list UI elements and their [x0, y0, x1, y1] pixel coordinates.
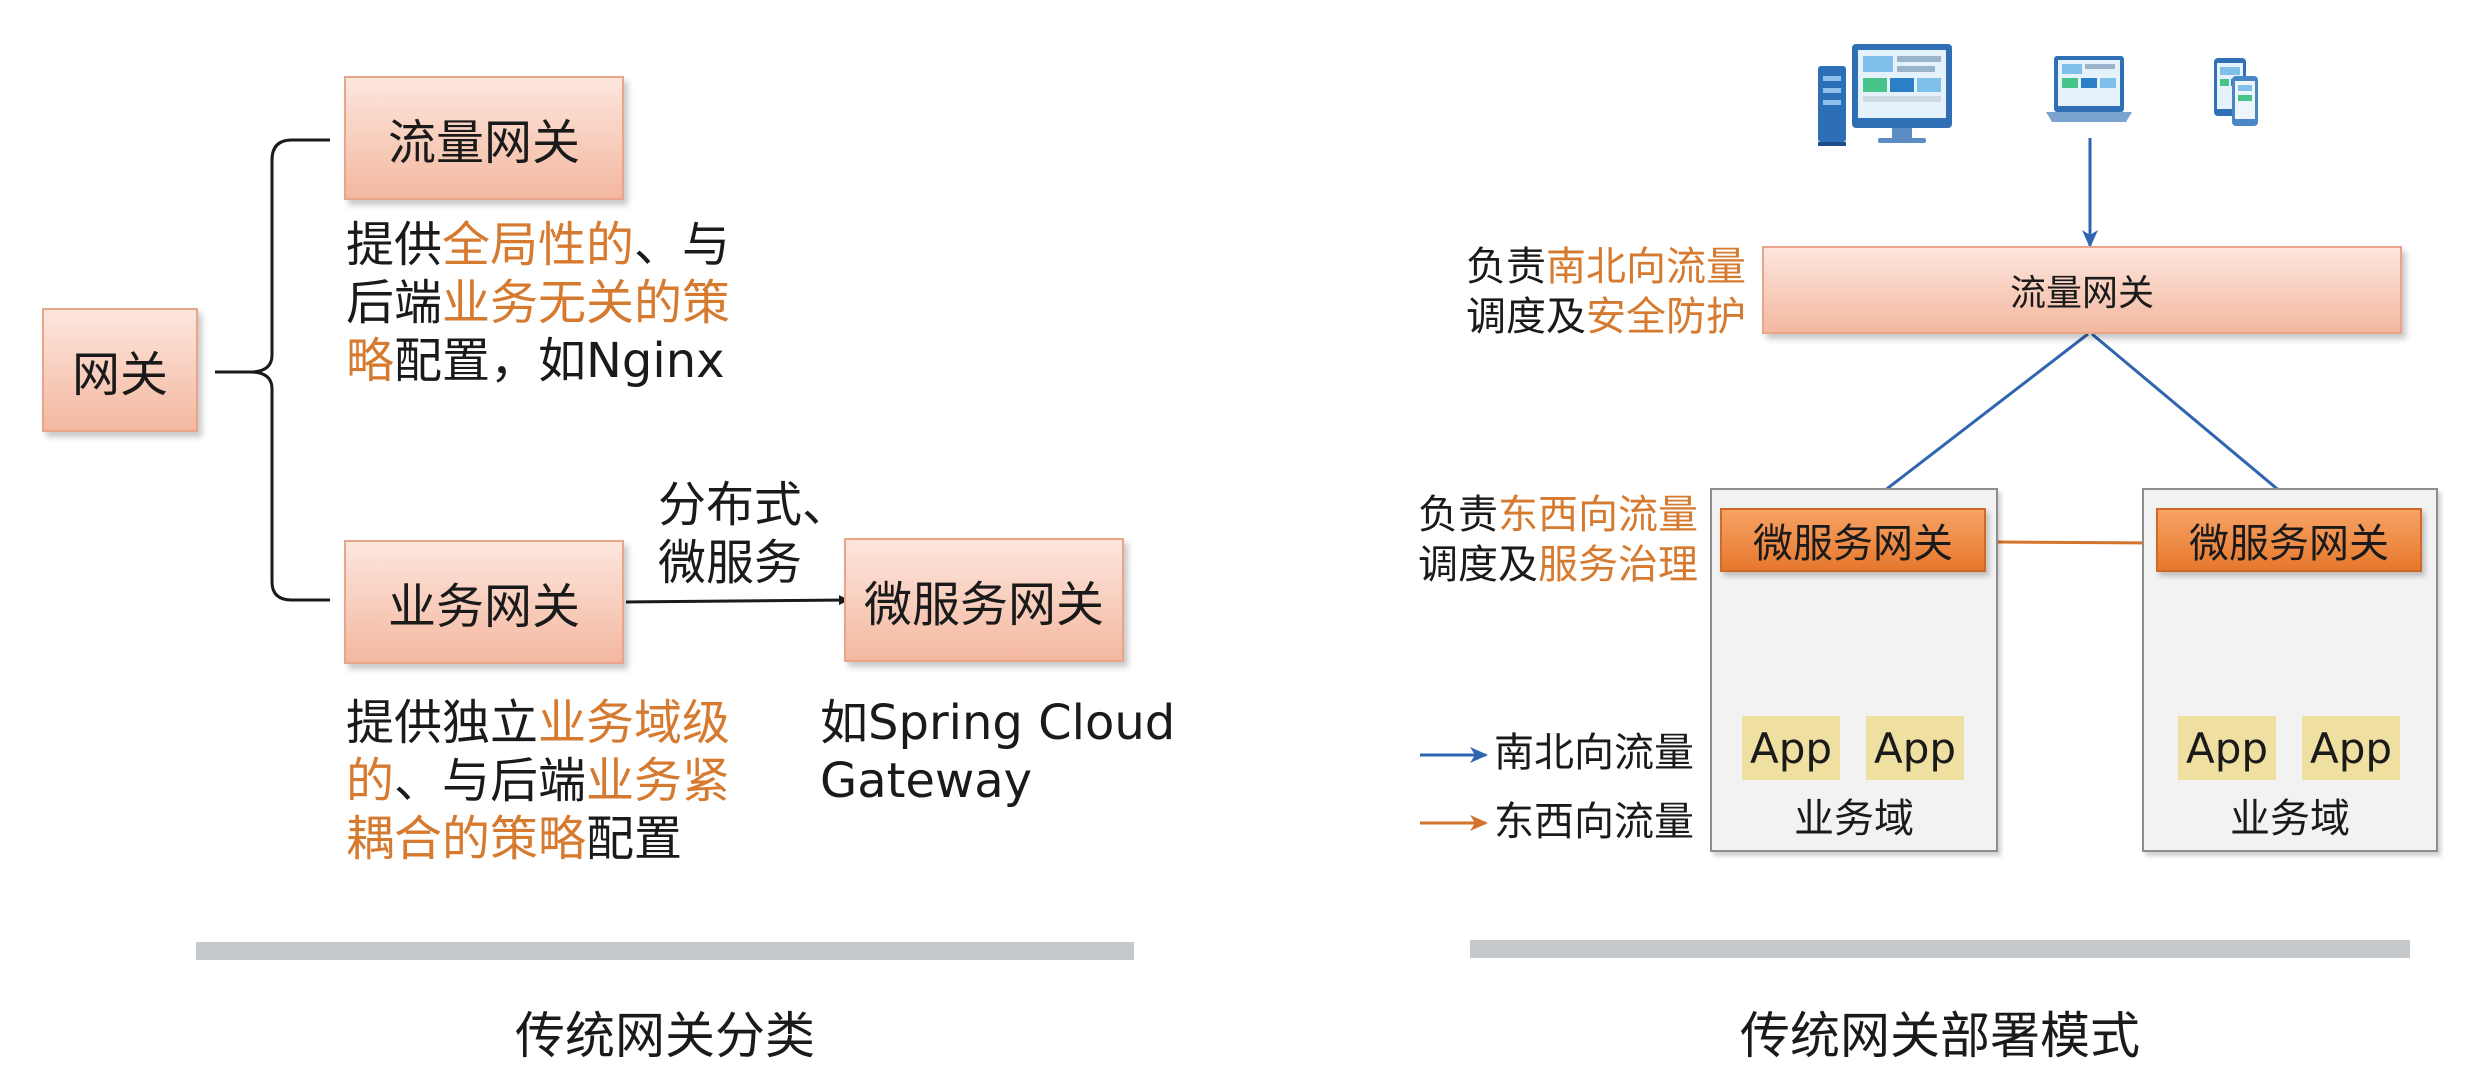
micro-gateway-left-label: 微服务网关: [1753, 521, 1953, 567]
edge-label-line-2: 微服务: [658, 535, 803, 591]
app-box: App: [2302, 716, 2400, 780]
arrow-traffic-to-micro-right: [2091, 332, 2302, 510]
desc-line: 提供独立业务域级: [346, 695, 731, 751]
app-box: App: [1742, 716, 1840, 780]
app-box: App: [1866, 716, 1964, 780]
traffic-gateway-bar-label: 流量网关: [2009, 273, 2154, 314]
laptop-icon: [2046, 56, 2132, 122]
traffic-gateway-label: 流量网关: [387, 115, 580, 171]
north-south-description: 负责南北向流量 调度及安全防护: [1466, 242, 1746, 342]
arrow-traffic-to-micro-left: [1860, 332, 2089, 510]
arrow-business-to-micro: [625, 595, 849, 606]
right-caption: 传统网关部署模式: [1740, 1007, 2140, 1065]
root-gateway-box: 网关: [42, 308, 198, 432]
desc-line: 调度及安全防护: [1466, 294, 1746, 340]
traffic-gateway-description: 提供全局性的、与 后端业务无关的策 略配置，如Nginx: [346, 216, 730, 390]
business-gateway-description: 提供独立业务域级 的、与后端业务紧 耦合的策略配置: [346, 694, 730, 868]
micro-gateway-left-box: 微服务网关: [1720, 508, 1986, 572]
legend-ew-label: 东西向流量: [1494, 799, 1694, 845]
desktop-monitor-icon: [1852, 44, 1952, 143]
root-gateway-label: 网关: [71, 347, 168, 403]
left-divider-bar: [196, 942, 1134, 960]
micro-gateway-right-box: 微服务网关: [2156, 508, 2422, 572]
server-tower-icon: [1818, 66, 1846, 146]
mobile-devices-icon: [2214, 58, 2258, 126]
example-line-1: 如Spring Cloud: [820, 695, 1176, 751]
arrow-micro-left-to-right: [1995, 534, 2168, 551]
business-gateway-box: 业务网关: [344, 540, 624, 664]
app-box: App: [2178, 716, 2276, 780]
traffic-gateway-box: 流量网关: [344, 76, 624, 200]
micro-gateway-label: 微服务网关: [863, 577, 1104, 633]
domain-right-label: 业务域: [2230, 796, 2350, 842]
desc-line: 略配置，如Nginx: [346, 333, 725, 389]
left-caption: 传统网关分类: [515, 1007, 815, 1065]
desc-line: 提供全局性的、与: [346, 217, 731, 273]
business-gateway-label: 业务网关: [387, 579, 580, 635]
desc-line: 负责南北向流量: [1466, 244, 1746, 290]
micro-gateway-example: 如Spring Cloud Gateway: [820, 694, 1175, 810]
right-divider-bar: [1470, 940, 2410, 958]
edge-label-line-1: 分布式、: [658, 477, 851, 533]
traffic-gateway-bar-box: 流量网关: [1762, 246, 2402, 334]
brace: [215, 138, 330, 602]
edge-label: 分布式、 微服务: [658, 476, 850, 592]
domain-left-label: 业务域: [1794, 796, 1914, 842]
desc-line: 调度及服务治理: [1418, 542, 1698, 588]
micro-gateway-box: 微服务网关: [844, 538, 1124, 662]
micro-gateway-right-label: 微服务网关: [2189, 521, 2389, 567]
desc-line: 负责东西向流量: [1418, 492, 1698, 538]
desc-line: 的、与后端业务紧: [346, 753, 731, 809]
example-line-2: Gateway: [820, 753, 1033, 809]
desc-line: 耦合的策略配置: [346, 811, 683, 867]
desc-line: 后端业务无关的策: [346, 275, 731, 331]
legend-ns-label: 南北向流量: [1494, 730, 1694, 776]
east-west-description: 负责东西向流量 调度及服务治理: [1418, 490, 1698, 590]
